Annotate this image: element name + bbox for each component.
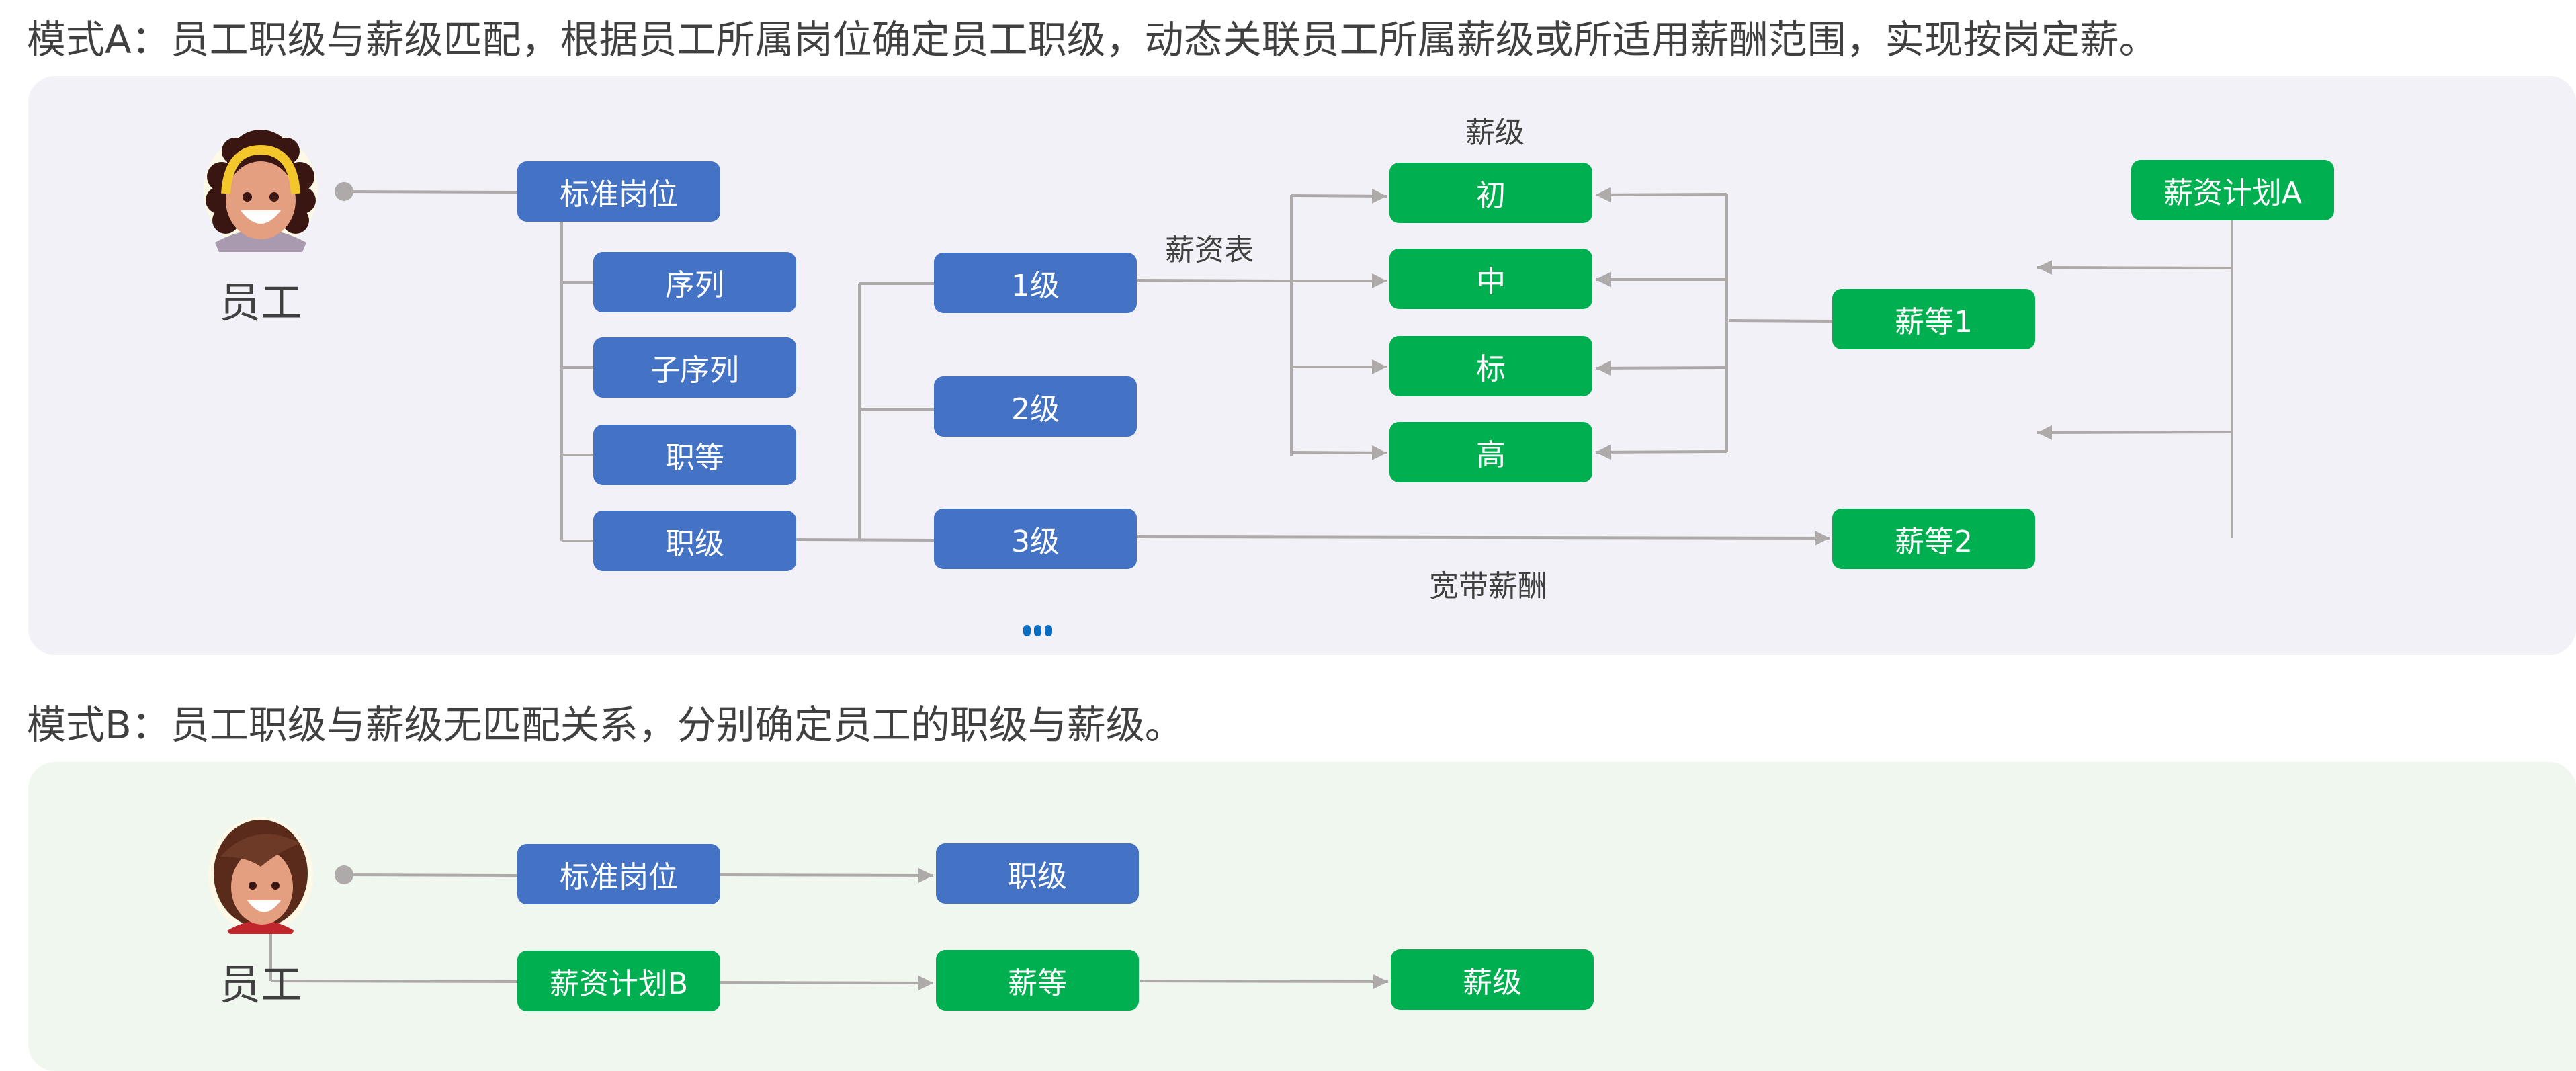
mode-a-title: 模式A：员工职级与薪级匹配，根据员工所属岗位确定员工职级，动态关联员工所属薪级或…: [27, 17, 2158, 62]
employee-avatar-a: [204, 130, 318, 252]
label-salary-level: 薪级: [1465, 116, 1525, 150]
node-level-2[interactable]: 2级: [934, 376, 1137, 437]
mode-b-title: 模式B：员工职级与薪级无匹配关系，分别确定员工的职级与薪级。: [27, 702, 1184, 748]
node-salary-grade-1[interactable]: 薪等1: [1832, 289, 2035, 349]
mode-b-panel: [28, 762, 2576, 1071]
node-job-level-b[interactable]: 职级: [936, 843, 1139, 904]
node-salary-plan-b[interactable]: 薪资计划B: [517, 951, 720, 1011]
node-level-1[interactable]: 1级: [934, 253, 1137, 313]
node-sequence[interactable]: 序列: [593, 252, 796, 312]
node-step-standard[interactable]: 标: [1389, 336, 1592, 396]
node-step-senior[interactable]: 高: [1389, 422, 1592, 482]
label-broadband-pay: 宽带薪酬: [1429, 569, 1547, 603]
node-salary-grade-2[interactable]: 薪等2: [1832, 509, 2035, 569]
label-salary-table: 薪资表: [1165, 233, 1254, 267]
employee-label-b: 员工: [218, 960, 303, 1009]
node-salary-grade-b[interactable]: 薪等: [936, 950, 1139, 1011]
employee-avatar-b: [208, 817, 313, 934]
node-job-grade[interactable]: 职等: [593, 425, 796, 485]
node-step-junior[interactable]: 初: [1389, 163, 1592, 223]
node-salary-level-b[interactable]: 薪级: [1391, 949, 1594, 1010]
more-levels-ellipsis-icon: [1023, 625, 1052, 636]
node-standard-position-b[interactable]: 标准岗位: [517, 844, 720, 904]
node-standard-position-a[interactable]: 标准岗位: [517, 161, 720, 222]
node-sub-sequence[interactable]: 子序列: [593, 337, 796, 398]
node-salary-plan-a[interactable]: 薪资计划A: [2131, 160, 2334, 220]
employee-label-a: 员工: [218, 278, 303, 327]
node-job-level-a[interactable]: 职级: [593, 511, 796, 571]
node-level-3[interactable]: 3级: [934, 509, 1137, 569]
node-step-middle[interactable]: 中: [1389, 249, 1592, 309]
